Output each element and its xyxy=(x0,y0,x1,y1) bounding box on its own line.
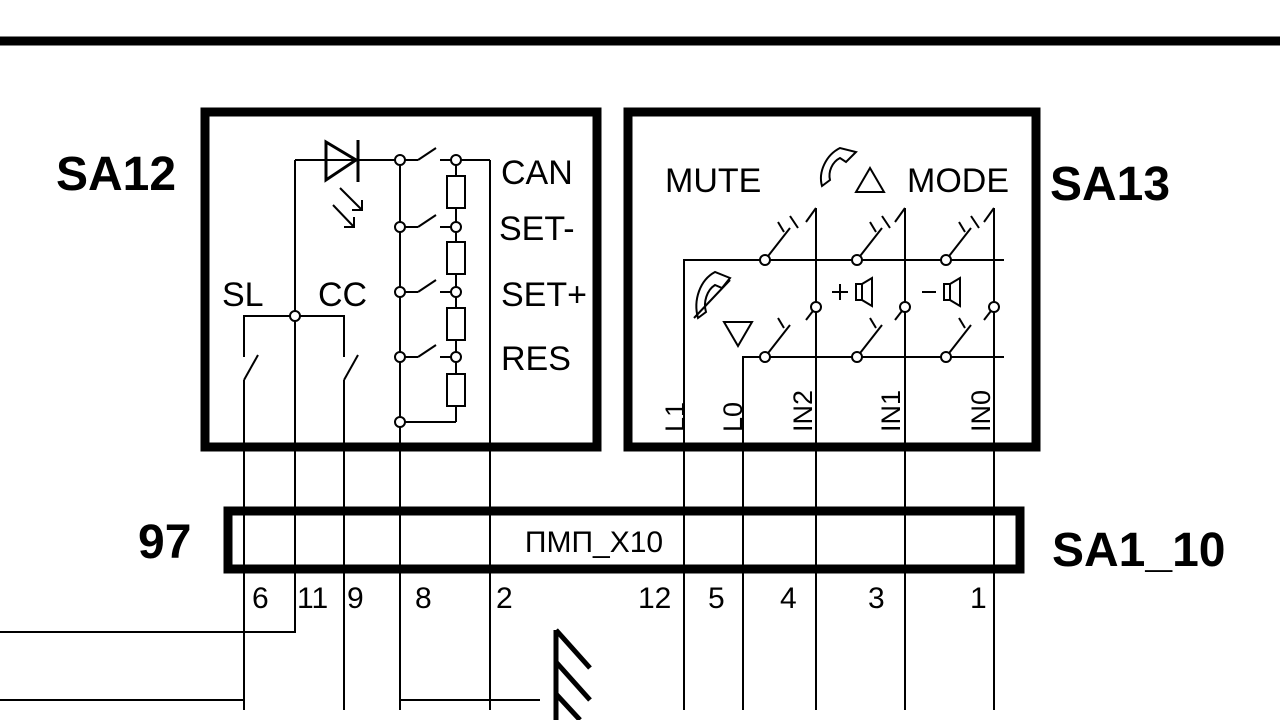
pin-number: 5 xyxy=(708,582,725,615)
diode-led-icon xyxy=(294,139,400,447)
pin-numbers: 6 11 9 8 2 12 5 4 3 1 xyxy=(252,582,987,615)
pin-label-l1: L1 xyxy=(660,402,690,432)
phone-handset-icon xyxy=(820,146,886,193)
l0-line xyxy=(742,356,1004,710)
cruise-switch-can xyxy=(394,147,462,166)
sa13-label: SA13 xyxy=(1050,158,1170,211)
cruise-switch-set-minus xyxy=(394,214,462,233)
label-97: 97 xyxy=(138,516,191,569)
pin-label-l0: L0 xyxy=(718,402,748,432)
sa1-10-label: SA1_10 xyxy=(1052,524,1225,577)
l1-line xyxy=(683,259,1004,710)
pin-number: 1 xyxy=(970,582,987,615)
sl-label: SL xyxy=(222,276,264,314)
pin-number: 3 xyxy=(868,582,885,615)
sa12-block: SA12 xyxy=(56,107,602,710)
pin-number: 6 xyxy=(252,582,269,615)
cruise-switch-set-plus xyxy=(394,279,462,298)
connector-frame xyxy=(223,506,1025,574)
switch-label-set-plus: SET+ xyxy=(501,276,587,314)
switch-label-can: CAN xyxy=(501,154,573,192)
pin-label-in0: IN0 xyxy=(966,390,996,432)
cruise-switch-res xyxy=(394,344,462,428)
speaker-volume-up-icon xyxy=(832,276,873,308)
sa12-label: SA12 xyxy=(56,148,176,201)
pin-number: 11 xyxy=(297,582,328,615)
switch-label-res: RES xyxy=(501,340,571,378)
cc-label: CC xyxy=(318,276,367,314)
mode-label: MODE xyxy=(907,162,1009,200)
sa13-middle-taps xyxy=(805,301,1000,321)
connector-label: ПМП_X10 xyxy=(525,526,663,559)
sa13-switches-bottom xyxy=(759,317,972,363)
sa13-switches-top xyxy=(759,215,980,266)
pin-label-in1: IN1 xyxy=(876,390,906,432)
switch-label-set-minus: SET- xyxy=(499,210,575,248)
sa13-frame xyxy=(623,107,1041,452)
pin-number: 2 xyxy=(496,582,513,615)
pin-number: 12 xyxy=(638,582,671,615)
pin-number: 8 xyxy=(415,582,432,615)
pin-number: 9 xyxy=(347,582,364,615)
phone-hangup-icon xyxy=(693,270,754,348)
mute-label: MUTE xyxy=(665,162,761,200)
ground-icon xyxy=(553,628,592,720)
pin-number: 4 xyxy=(780,582,797,615)
bottom-wiring xyxy=(0,447,540,701)
sa13-block: SA13 MUTE MODE xyxy=(623,107,1170,710)
connector-block: ПМП_X10 97 SA1_10 xyxy=(138,506,1225,577)
speaker-volume-down-icon xyxy=(922,276,961,308)
pin-label-in2: IN2 xyxy=(788,390,818,432)
